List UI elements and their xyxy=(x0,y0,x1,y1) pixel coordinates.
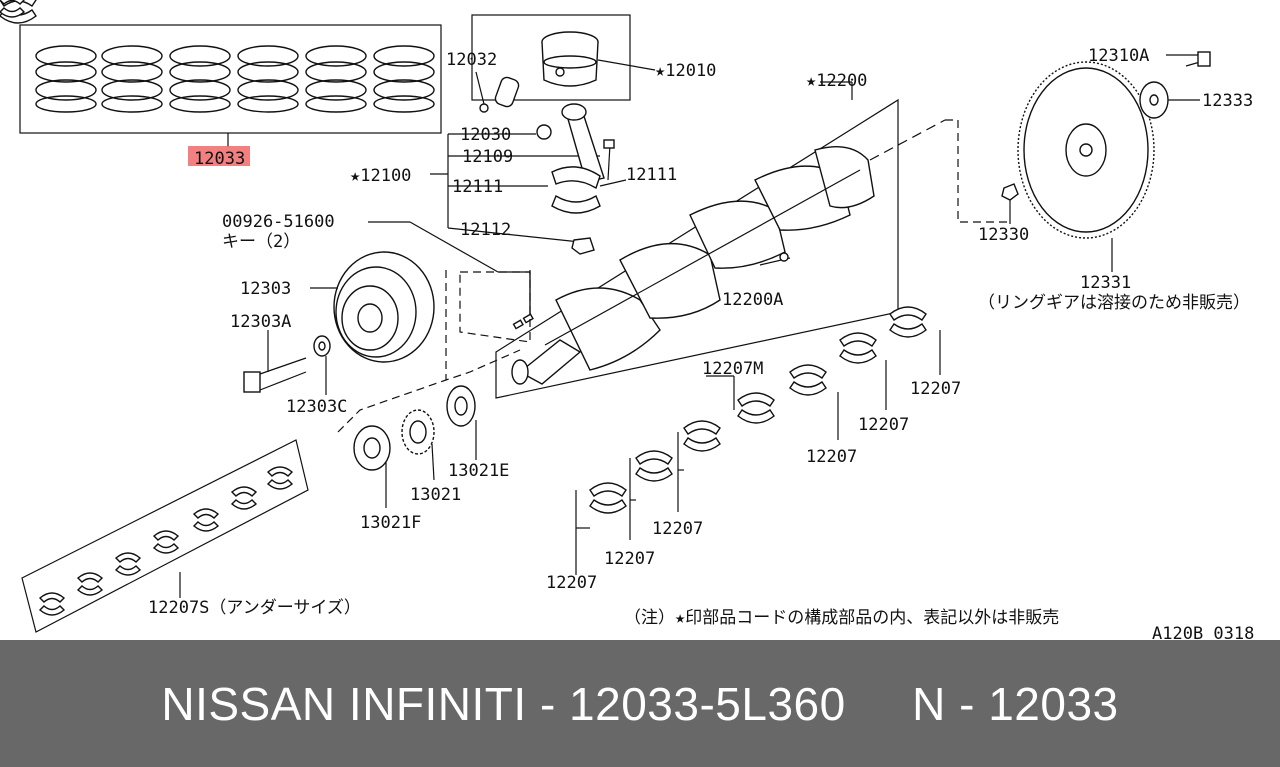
part-label-12303c[interactable]: 12303C xyxy=(286,397,347,417)
piston-ring-group xyxy=(169,45,231,113)
part-label-12207-2[interactable]: 12207 xyxy=(858,415,909,435)
part-label-12112[interactable]: 12112 xyxy=(460,220,511,240)
part-label-12111-right[interactable]: 12111 xyxy=(626,165,677,185)
piston-ring-group xyxy=(101,45,163,113)
crankshaft-assembly xyxy=(495,81,946,399)
piston-assembly xyxy=(471,14,656,113)
connecting-rod-assembly xyxy=(430,103,627,255)
part-label-12207m[interactable]: 12207M xyxy=(702,359,763,379)
part-label-12030[interactable]: 12030 xyxy=(460,125,511,145)
piston-ring-set xyxy=(19,24,442,147)
flywheel-assembly xyxy=(945,51,1211,272)
piston-ring-group xyxy=(35,45,97,113)
part-label-12033[interactable]: 12033 xyxy=(194,149,245,169)
part-label-12330[interactable]: 12330 xyxy=(978,225,1029,245)
part-label-00926-51600[interactable]: 00926-51600 xyxy=(222,212,335,232)
part-label-12207-4[interactable]: 12207 xyxy=(652,519,703,539)
part-label-12200a[interactable]: 12200A xyxy=(722,290,783,310)
piston-ring-group xyxy=(237,45,299,113)
footer-banner: NISSAN INFINITI - 12033-5L360 N - 12033 xyxy=(0,640,1280,767)
part-label-key: キー（2） xyxy=(222,232,300,252)
diagram-note: （注）★印部品コードの構成部品の内、表記以外は非販売 xyxy=(624,608,1059,628)
part-label-12331-note: （リングギアは溶接のため非販売） xyxy=(978,293,1250,313)
part-highlight xyxy=(188,146,250,166)
piston-ring-group xyxy=(373,45,435,113)
part-label-12111-left[interactable]: 12111 xyxy=(452,177,503,197)
part-label-12207-6[interactable]: 12207 xyxy=(546,573,597,593)
part-label-13021[interactable]: 13021 xyxy=(410,485,461,505)
key-and-pulley xyxy=(243,221,534,395)
part-label-12200[interactable]: ★12200 xyxy=(806,71,867,91)
part-label-12303[interactable]: 12303 xyxy=(240,279,291,299)
diagram-reference: A120B 0318 xyxy=(1152,624,1254,640)
piston-ring-group xyxy=(305,45,367,113)
main-bearings xyxy=(0,0,941,575)
part-label-13021e[interactable]: 13021E xyxy=(448,461,509,481)
part-label-12109[interactable]: 12109 xyxy=(462,147,513,167)
part-label-12100[interactable]: ★12100 xyxy=(350,166,411,186)
part-label-12331[interactable]: 12331 xyxy=(1080,273,1131,293)
footer-title: NISSAN INFINITI - 12033-5L360 N - 12033 xyxy=(161,677,1119,730)
small-bearing xyxy=(0,0,26,18)
part-label-12310a[interactable]: 12310A xyxy=(1088,46,1149,66)
part-label-12010[interactable]: ★12010 xyxy=(655,61,716,81)
part-label-12303a[interactable]: 12303A xyxy=(230,312,291,332)
part-label-12207-5[interactable]: 12207 xyxy=(604,549,655,569)
sprocket-and-washers xyxy=(337,349,521,508)
parts-diagram: 12033 12032 ★12010 12030 12109 ★12100 12… xyxy=(0,0,1254,640)
part-label-12032[interactable]: 12032 xyxy=(446,50,497,70)
part-label-12207-3[interactable]: 12207 xyxy=(806,447,857,467)
undersize-bearing-set xyxy=(0,0,309,633)
part-label-13021f[interactable]: 13021F xyxy=(360,513,421,533)
part-label-12207s[interactable]: 12207S（アンダーサイズ） xyxy=(148,598,361,618)
part-label-12333[interactable]: 12333 xyxy=(1202,91,1253,111)
part-label-12207-1[interactable]: 12207 xyxy=(910,379,961,399)
